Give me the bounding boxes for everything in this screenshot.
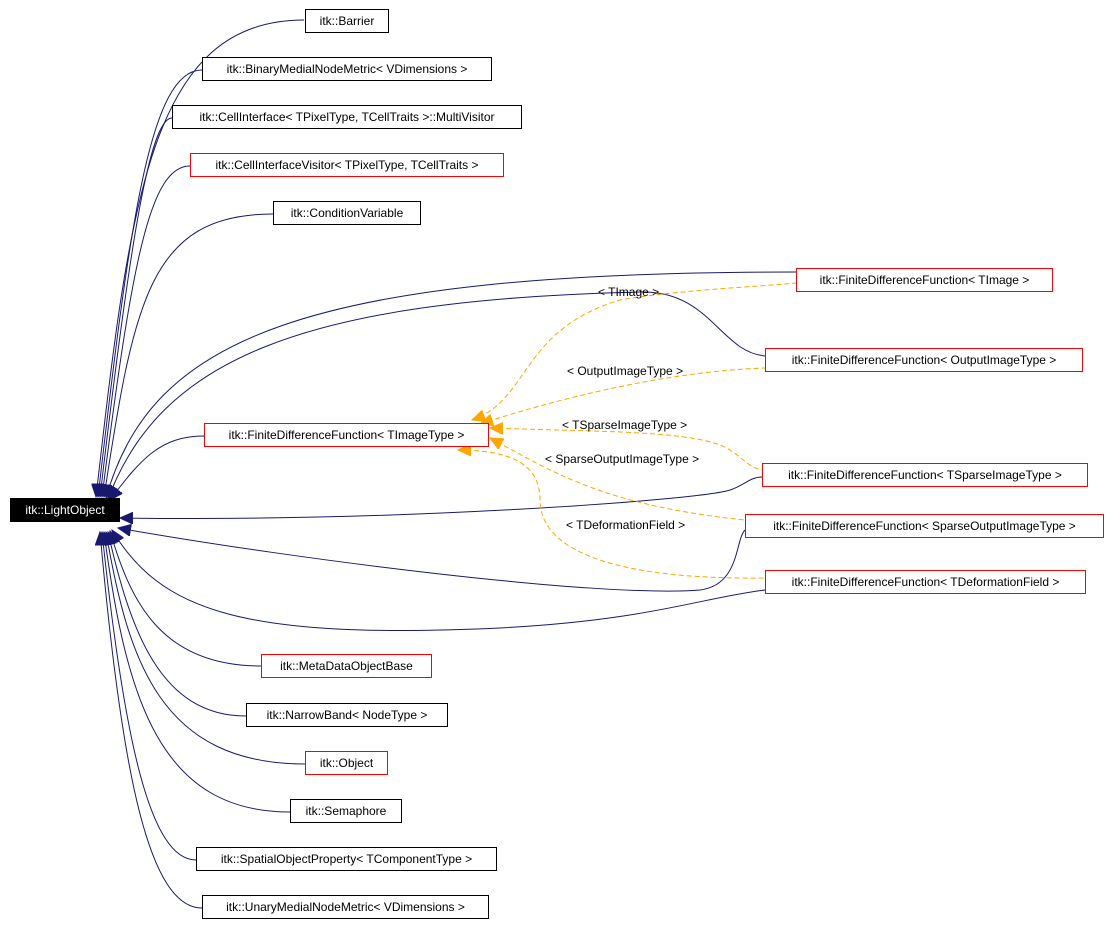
edge-semaphore <box>104 532 291 813</box>
edge-metadata <box>110 531 262 667</box>
edge-unary-medial <box>100 532 203 909</box>
edge-label-tdeformation-field: < TDeformationField > <box>566 518 686 532</box>
node-fdf-timage-type[interactable]: itk::FiniteDifferenceFunction< TImageTyp… <box>204 423 489 447</box>
edge-barrier <box>96 19 305 497</box>
node-metadata-object-base[interactable]: itk::MetaDataObjectBase <box>261 654 432 678</box>
node-lightobject[interactable]: itk::LightObject <box>10 498 120 522</box>
edge-cell-multivisitor <box>100 117 173 497</box>
edge-condition-variable <box>104 213 274 497</box>
edge-fdf-output <box>108 291 766 499</box>
node-barrier[interactable]: itk::Barrier <box>305 9 389 33</box>
node-object[interactable]: itk::Object <box>305 751 388 775</box>
edge-fdf-template <box>110 435 205 500</box>
edge-cell-visitor <box>102 165 191 497</box>
edge-label-timage: < TImage > <box>598 285 660 299</box>
node-binary-medial-node-metric[interactable]: itk::BinaryMedialNodeMetric< VDimensions… <box>202 57 492 81</box>
edge-spatial-prop <box>102 532 197 861</box>
node-spatial-object-property[interactable]: itk::SpatialObjectProperty< TComponentTy… <box>196 847 497 871</box>
node-fdf-tsparse-image-type[interactable]: itk::FiniteDifferenceFunction< TSparseIm… <box>762 463 1088 487</box>
node-semaphore[interactable]: itk::Semaphore <box>290 799 402 823</box>
edge-fdf-sparse-output <box>118 528 746 592</box>
edge-label-output-image-type: < OutputImageType > <box>567 364 684 378</box>
template-edge-timage <box>472 282 797 420</box>
template-edge-sparse-output <box>490 438 746 521</box>
edge-fdf-timage <box>106 271 797 498</box>
node-fdf-timage[interactable]: itk::FiniteDifferenceFunction< TImage > <box>796 268 1053 292</box>
node-cell-interface-multivisitor[interactable]: itk::CellInterface< TPixelType, TCellTra… <box>172 105 522 129</box>
edge-fdf-deformation <box>112 530 766 632</box>
node-unary-medial-node-metric[interactable]: itk::UnaryMedialNodeMetric< VDimensions … <box>202 895 489 919</box>
node-fdf-output-image-type[interactable]: itk::FiniteDifferenceFunction< OutputIma… <box>765 348 1083 372</box>
node-cell-interface-visitor[interactable]: itk::CellInterfaceVisitor< TPixelType, T… <box>190 153 504 177</box>
edge-label-tsparse-image-type: < TSparseImageType > <box>562 418 688 432</box>
template-edge-output <box>480 367 766 424</box>
edge-fdf-sparse <box>120 476 763 518</box>
edge-object <box>106 532 306 765</box>
edge-binary-medial <box>98 69 203 497</box>
edge-narrowband <box>108 532 247 717</box>
node-narrowband[interactable]: itk::NarrowBand< NodeType > <box>246 703 448 727</box>
node-fdf-tdeformation-field[interactable]: itk::FiniteDifferenceFunction< TDeformat… <box>765 570 1086 594</box>
node-condition-variable[interactable]: itk::ConditionVariable <box>273 201 421 225</box>
edge-label-sparse-output-image-type: < SparseOutputImageType > <box>545 452 700 466</box>
template-edge-sparse <box>490 428 763 471</box>
template-edge-deformation <box>458 450 766 579</box>
node-fdf-sparse-output-image-type[interactable]: itk::FiniteDifferenceFunction< SparseOut… <box>745 514 1104 538</box>
